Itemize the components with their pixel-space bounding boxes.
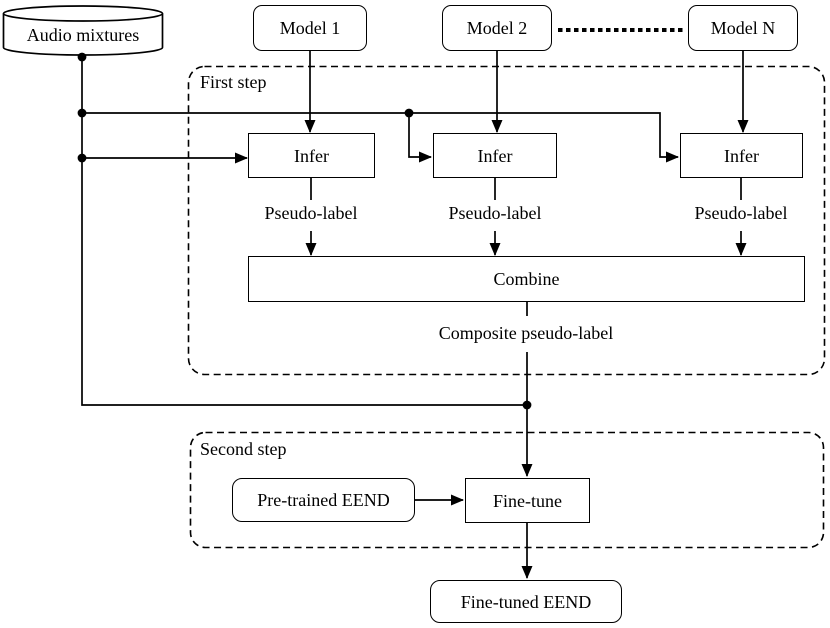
node-model-n-label: Model N [710, 18, 776, 38]
node-infer-2-label: Infer [477, 145, 513, 166]
node-finetuned-eend: Fine-tuned EEND [430, 580, 622, 623]
node-infer-2: Infer [433, 133, 557, 178]
node-model-2-label: Model 2 [466, 18, 528, 38]
audio-mixtures-label: Audio mixtures [26, 25, 140, 45]
pseudo-label-2: Pseudo-label [448, 203, 542, 223]
node-model-1: Model 1 [253, 5, 367, 51]
junction-dot [77, 108, 87, 118]
pseudo-label-1: Pseudo-label [264, 203, 358, 223]
second-step-frame [189, 431, 825, 549]
node-model-2: Model 2 [442, 5, 552, 51]
junction-dot [77, 153, 87, 163]
node-pretrained-eend-label: Pre-trained EEND [257, 490, 390, 510]
junction-dot [522, 400, 532, 410]
junction-dot [404, 108, 414, 118]
node-pretrained-eend: Pre-trained EEND [232, 478, 415, 522]
node-model-1-label: Model 1 [279, 18, 341, 38]
node-fine-tune: Fine-tune [465, 478, 590, 523]
node-infer-1: Infer [248, 133, 375, 178]
first-step-label: First step [200, 72, 267, 92]
node-combine: Combine [248, 256, 805, 302]
edge-audio-bus [81, 55, 527, 406]
node-combine-label: Combine [493, 269, 560, 289]
edge-audio-to-infer3 [82, 112, 679, 163]
first-step-frame [187, 65, 826, 376]
node-infer-3: Infer [680, 133, 803, 178]
node-fine-tune-label: Fine-tune [493, 490, 562, 511]
composite-pseudo-label: Composite pseudo-label [438, 323, 614, 343]
second-step-label: Second step [200, 439, 287, 459]
pseudo-label-3: Pseudo-label [694, 203, 788, 223]
node-infer-1-label: Infer [294, 145, 329, 166]
node-model-n: Model N [688, 5, 798, 51]
junction-dot [77, 52, 87, 62]
edge-audio-to-infer2 [408, 113, 432, 163]
node-finetuned-eend-label: Fine-tuned EEND [460, 591, 592, 612]
node-infer-3-label: Infer [724, 145, 759, 166]
